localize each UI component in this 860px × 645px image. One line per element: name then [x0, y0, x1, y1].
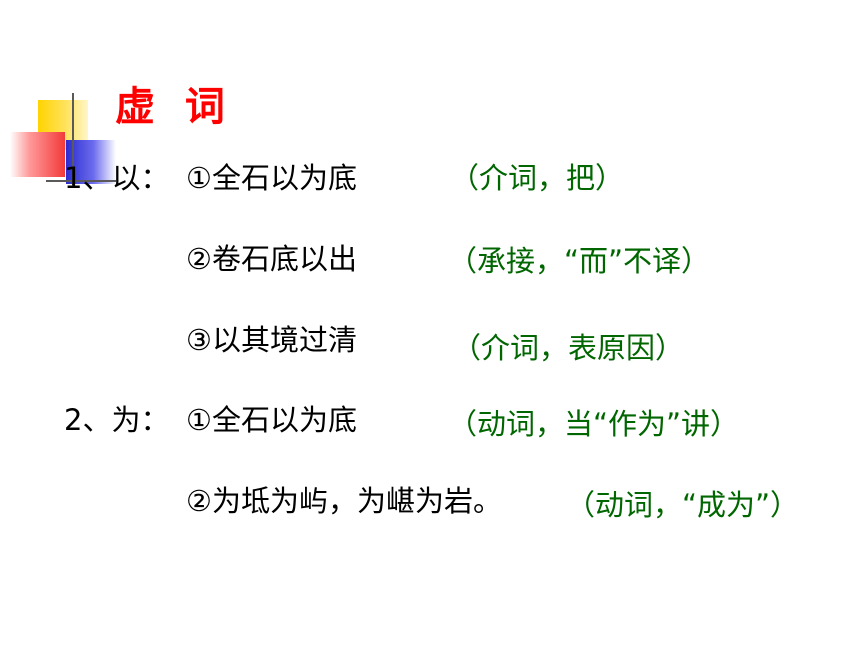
item-2-note: （承接，“而”不译）: [448, 244, 711, 278]
red-square-decoration: [10, 132, 65, 177]
item-4-sentence: ①全石以为底: [186, 403, 357, 437]
slide-title: 虚 词: [115, 84, 233, 130]
vertical-line-decoration: [72, 93, 74, 185]
item-1-note: （介词，把）: [450, 161, 625, 195]
item-4-prefix: 2、为：: [64, 403, 170, 437]
horizontal-line-decoration: [46, 180, 116, 182]
item-3-note: （介词，表原因）: [452, 331, 685, 365]
item-1-prefix: 1、以：: [64, 161, 170, 195]
item-2-sentence: ②卷石底以出: [186, 242, 357, 276]
item-4-note: （动词，当“作为”讲）: [448, 407, 740, 441]
item-5-note: （动词，“成为”）: [566, 488, 800, 522]
blue-square-decoration: [66, 140, 116, 184]
item-1-sentence: ①全石以为底: [186, 161, 357, 195]
item-5-sentence: ②为坻为屿，为嵁为岩。: [186, 484, 502, 518]
item-3-sentence: ③以其境过清: [186, 323, 357, 357]
